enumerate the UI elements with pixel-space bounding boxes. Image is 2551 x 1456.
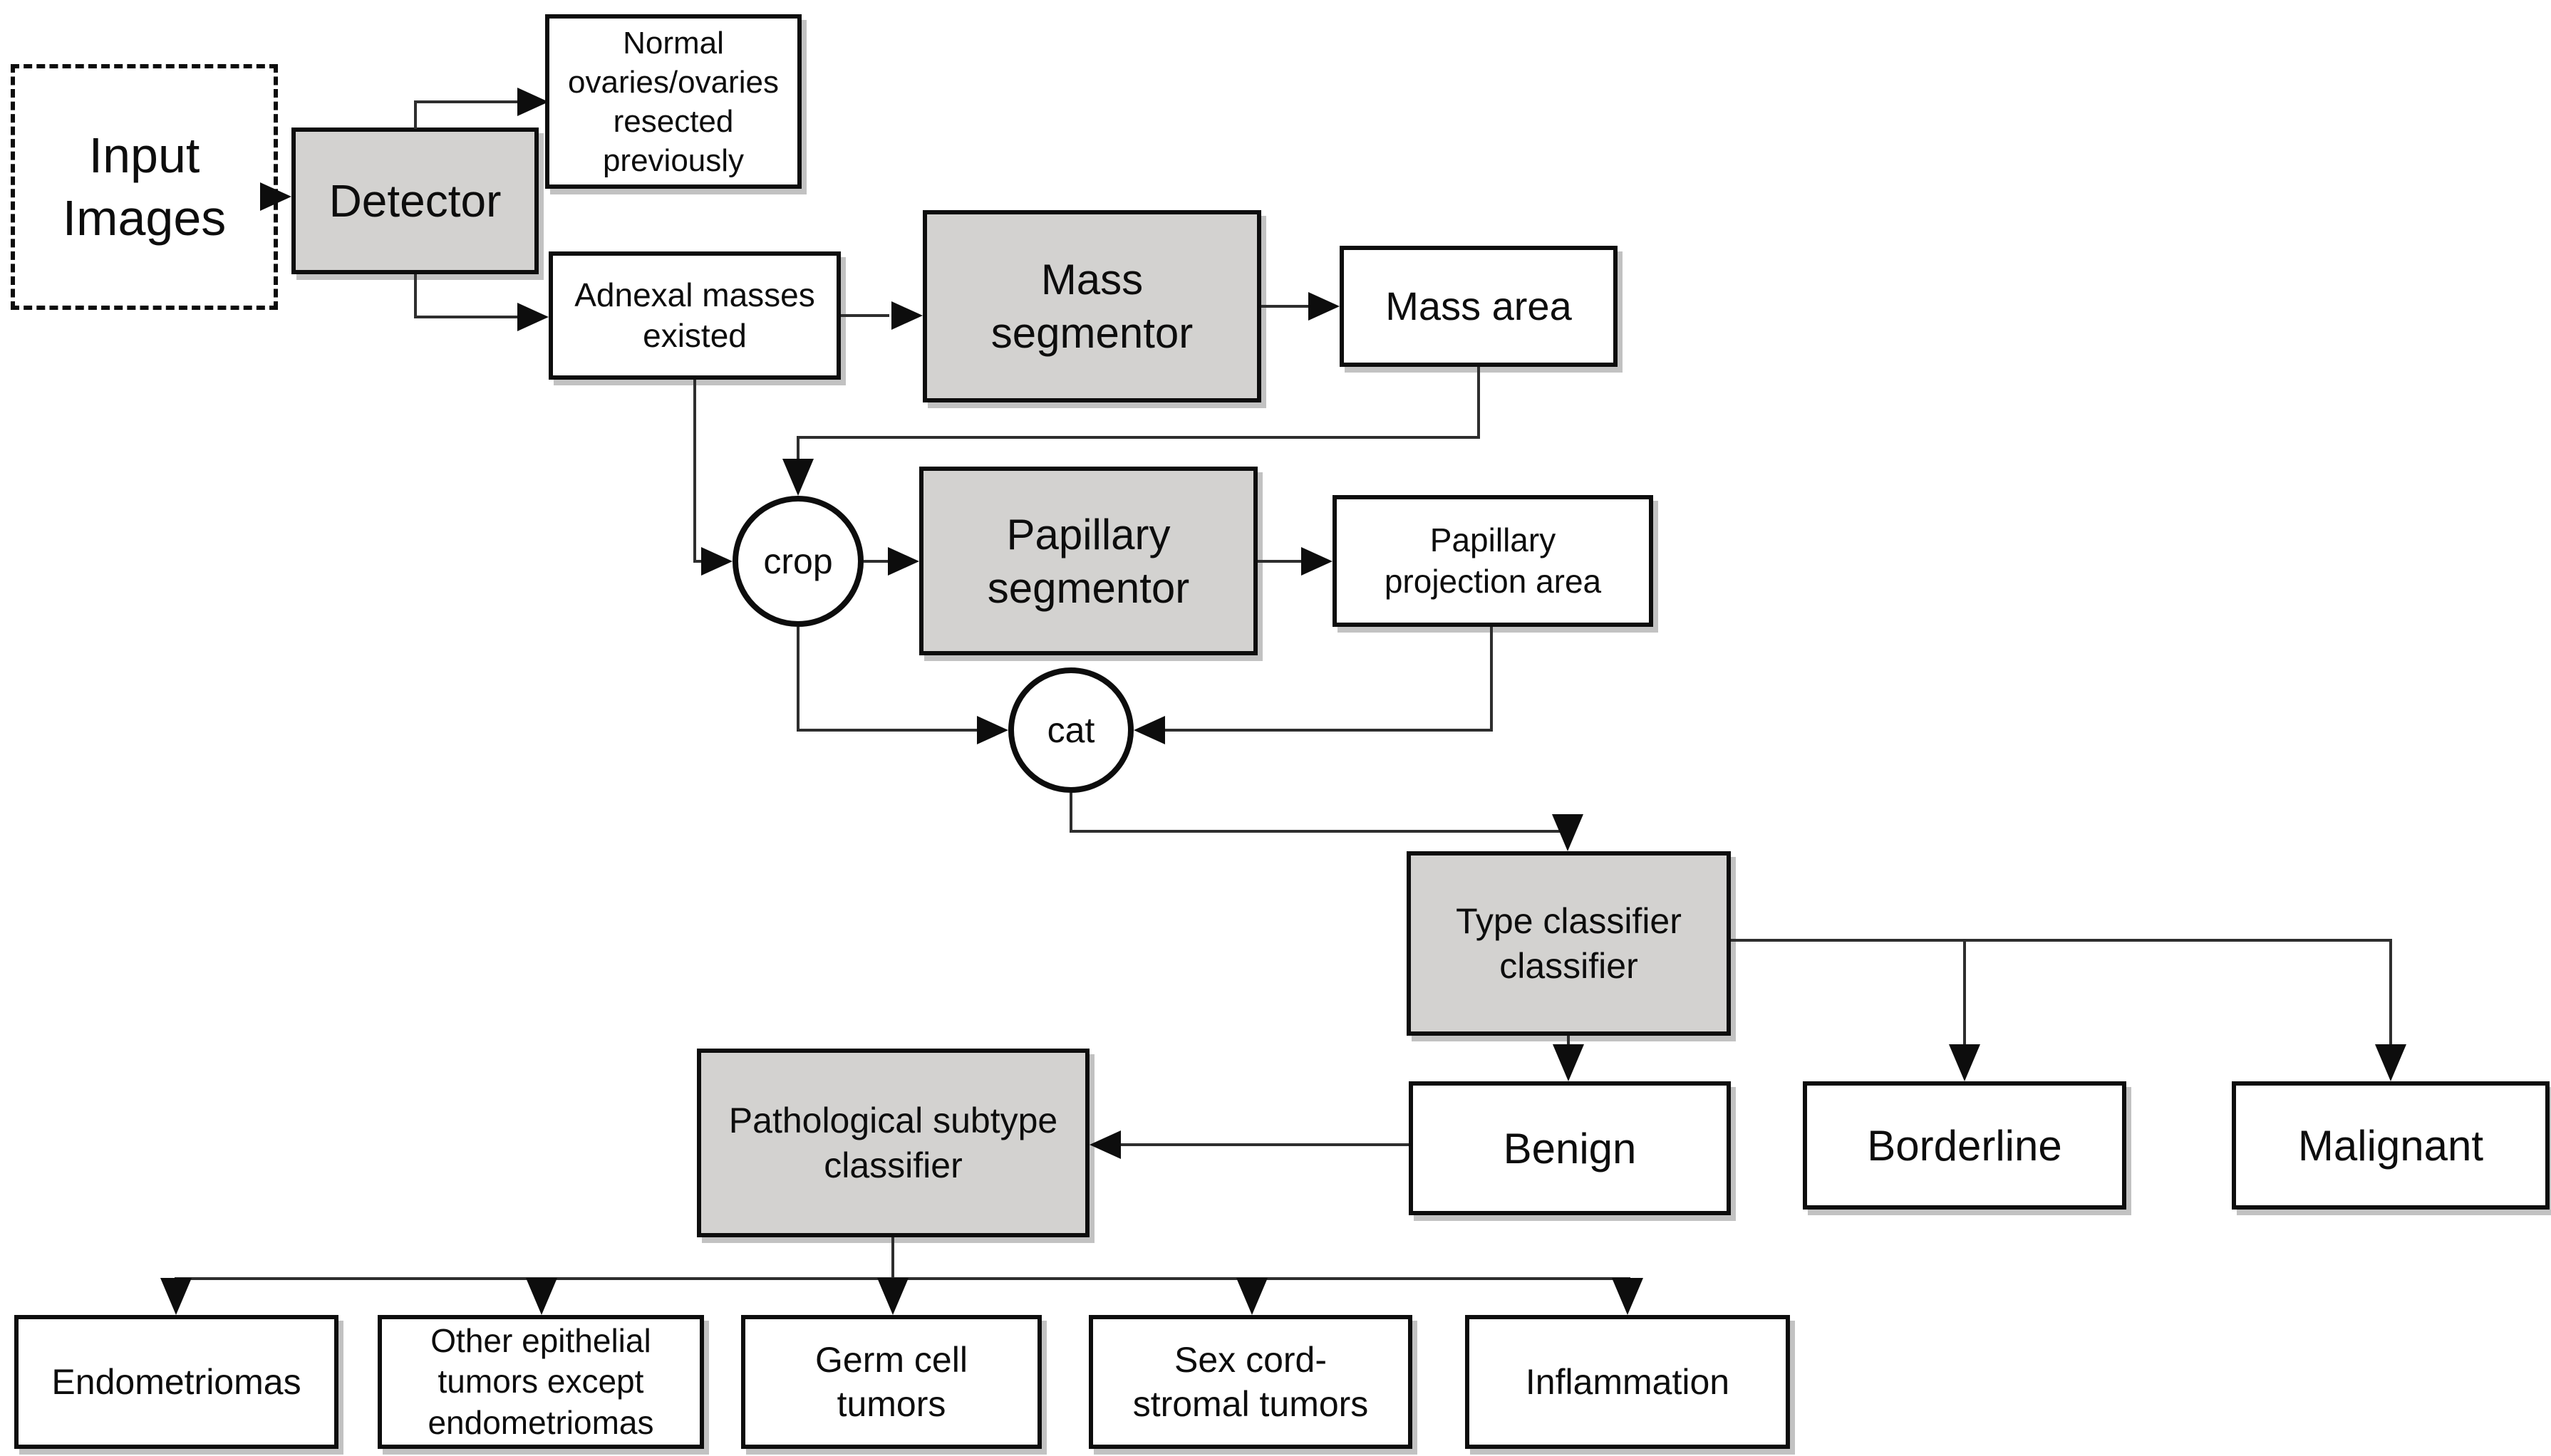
connector-line <box>1070 830 1569 833</box>
node-borderline: Borderline <box>1803 1081 2126 1210</box>
node-input-images: Input Images <box>11 64 278 310</box>
node-other-epithelial-tumors: Other epithelial tumors except endometri… <box>378 1315 704 1449</box>
arrowhead-down-icon <box>160 1278 192 1315</box>
connector-line <box>2389 942 2392 1044</box>
connector-line <box>1258 560 1303 563</box>
node-papillary-projection-area: Papillary projection area <box>1333 495 1653 627</box>
connector-line <box>841 314 889 317</box>
node-benign-label: Benign <box>1503 1124 1637 1172</box>
node-adnexal-masses-label: Adnexal masses existed <box>574 276 815 355</box>
connector-line <box>414 100 519 103</box>
node-cat-label: cat <box>1047 709 1095 750</box>
node-mass-area: Mass area <box>1340 246 1618 367</box>
node-crop: crop <box>733 496 864 627</box>
node-mass-area-label: Mass area <box>1385 284 1572 328</box>
connector-line <box>797 439 800 463</box>
connector-line <box>797 729 978 732</box>
node-normal-ovaries: Normal ovaries/ovaries resected previous… <box>545 14 802 189</box>
arrowhead-down-icon <box>1553 1044 1584 1081</box>
connector-line <box>797 627 800 732</box>
node-mass-segmentor-label: Mass segmentor <box>990 256 1194 357</box>
node-adnexal-masses: Adnexal masses existed <box>549 251 841 380</box>
arrowhead-right-icon <box>891 301 923 330</box>
connector-line <box>797 436 1480 439</box>
arrowhead-down-icon <box>1949 1044 1980 1081</box>
arrowhead-down-icon <box>1236 1278 1268 1315</box>
node-borderline-label: Borderline <box>1867 1121 2062 1170</box>
connector-line <box>693 560 705 563</box>
arrowhead-right-icon <box>977 716 1008 744</box>
node-pathological-subtype-classifier: Pathological subtype classifier <box>697 1049 1090 1237</box>
connector-line <box>1477 367 1480 439</box>
node-cat: cat <box>1008 667 1134 793</box>
node-germ-cell-tumors-label: Germ cell tumors <box>815 1339 968 1425</box>
connector-line <box>1731 939 2392 942</box>
connector-line <box>1070 793 1072 833</box>
arrowhead-right-icon <box>260 182 291 211</box>
arrowhead-right-icon <box>701 547 733 576</box>
node-type-classifier-label: Type classifier classifier <box>1456 901 1682 986</box>
connector-line <box>1963 942 1966 1044</box>
arrowhead-down-icon <box>782 459 814 496</box>
connector-line <box>891 1237 894 1280</box>
node-normal-ovaries-label: Normal ovaries/ovaries resected previous… <box>568 25 779 178</box>
node-type-classifier: Type classifier classifier <box>1407 851 1731 1036</box>
node-papillary-segmentor-label: Papillary segmentor <box>987 510 1190 612</box>
node-detector-label: Detector <box>328 175 502 227</box>
connector-line <box>1165 729 1493 732</box>
arrowhead-left-icon <box>1090 1130 1121 1159</box>
node-mass-segmentor: Mass segmentor <box>923 210 1261 402</box>
node-sex-cord-stromal-tumors: Sex cord- stromal tumors <box>1089 1315 1412 1449</box>
node-inflammation: Inflammation <box>1465 1315 1790 1449</box>
node-crop-label: crop <box>763 541 833 581</box>
node-other-epithelial-tumors-label: Other epithelial tumors except endometri… <box>428 1321 654 1441</box>
connector-line <box>414 100 417 129</box>
node-detector: Detector <box>291 128 539 274</box>
arrowhead-down-icon <box>526 1278 557 1315</box>
connector-line <box>1261 305 1310 308</box>
node-sex-cord-stromal-tumors-label: Sex cord- stromal tumors <box>1132 1339 1369 1425</box>
connector-line <box>693 380 696 563</box>
arrowhead-down-icon <box>1552 814 1583 851</box>
arrowhead-right-icon <box>517 303 549 331</box>
arrowhead-right-icon <box>517 88 549 116</box>
arrowhead-down-icon <box>877 1278 909 1315</box>
node-endometriomas: Endometriomas <box>14 1315 338 1449</box>
node-germ-cell-tumors: Germ cell tumors <box>741 1315 1042 1449</box>
connector-line <box>1567 1036 1570 1046</box>
arrowhead-down-icon <box>1612 1278 1643 1315</box>
arrowhead-right-icon <box>1301 547 1333 576</box>
connector-line <box>1121 1143 1409 1146</box>
connector-line <box>864 560 889 563</box>
node-input-images-label: Input Images <box>62 128 227 246</box>
arrowhead-right-icon <box>1308 292 1340 321</box>
node-malignant-label: Malignant <box>2297 1121 2484 1170</box>
connector-line <box>414 274 417 318</box>
node-endometriomas-label: Endometriomas <box>51 1361 301 1402</box>
arrowhead-down-icon <box>2375 1044 2406 1081</box>
connector-line <box>414 316 519 318</box>
node-inflammation-label: Inflammation <box>1525 1361 1730 1402</box>
node-pathological-subtype-classifier-label: Pathological subtype classifier <box>728 1101 1058 1185</box>
node-benign: Benign <box>1409 1081 1731 1215</box>
node-malignant: Malignant <box>2232 1081 2550 1210</box>
connector-line <box>1490 627 1493 732</box>
node-papillary-projection-area-label: Papillary projection area <box>1384 521 1602 600</box>
node-papillary-segmentor: Papillary segmentor <box>919 467 1258 655</box>
arrowhead-left-icon <box>1134 716 1165 744</box>
arrowhead-right-icon <box>888 547 919 576</box>
